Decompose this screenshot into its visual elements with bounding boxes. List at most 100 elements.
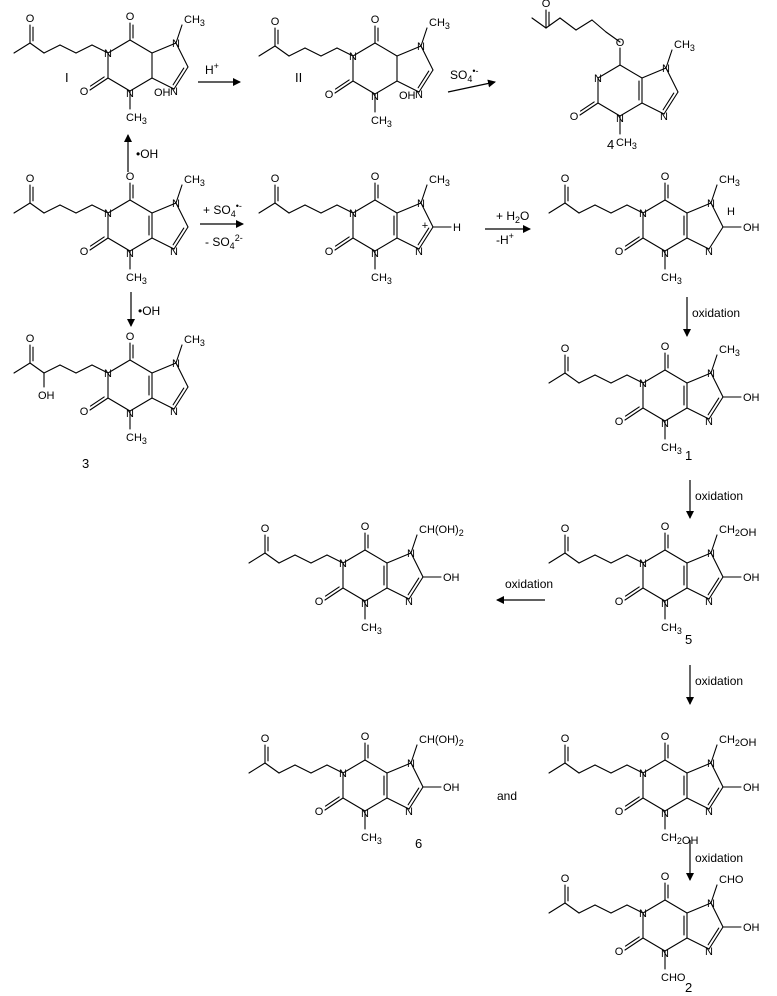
c8-substituent: H — [453, 222, 461, 234]
carbonyl-oxygen: O — [661, 521, 670, 533]
n7-substituent: CH3 — [429, 174, 450, 188]
compound-label-5: 5 — [685, 632, 692, 647]
ring-bond-double — [662, 92, 675, 111]
chain-bond — [326, 764, 344, 774]
chain-bond — [336, 47, 354, 57]
ketone-oxygen: O — [542, 0, 551, 10]
reagent-oxidation-3: oxidation — [505, 577, 553, 591]
carbonyl-bond — [624, 797, 644, 811]
carbonyl-bond — [624, 237, 644, 251]
ketone-oxygen: O — [26, 173, 35, 185]
nitrogen-atom: N — [172, 198, 180, 210]
carbonyl-oxygen: O — [361, 731, 370, 743]
chain-bond — [605, 31, 621, 43]
chain-bond — [59, 364, 77, 374]
ring-bond — [708, 396, 724, 420]
ring-bond — [386, 552, 412, 564]
ketone-oxygen: O — [561, 873, 570, 885]
chain-bond — [310, 554, 328, 564]
carbonyl-oxygen: O — [615, 416, 624, 428]
ring-bond — [686, 937, 710, 950]
n7-substituent: CH(OH)2 — [419, 524, 464, 538]
chain-bond — [626, 904, 644, 914]
chain-bond — [91, 364, 109, 374]
chain-bond — [594, 904, 612, 914]
ring-bond — [619, 102, 643, 117]
substituent-bond — [710, 744, 718, 764]
ring-bond — [129, 237, 153, 252]
chain-bond — [545, 17, 561, 29]
nitrogen-atom: N — [707, 198, 715, 210]
carbonyl-bond-double — [624, 236, 640, 247]
carbonyl-bond — [624, 937, 644, 951]
nitrogen-atom: N — [104, 208, 112, 220]
carbonyl-oxygen: O — [371, 171, 380, 183]
carbonyl-oxygen: O — [570, 111, 579, 123]
carbonyl-bond — [89, 77, 109, 91]
carbonyl-oxygen: O — [126, 171, 135, 183]
carbonyl-oxygen: O — [615, 946, 624, 958]
nitrogen-atom: N — [707, 758, 715, 770]
chain-bond — [626, 764, 644, 774]
ring-bond — [597, 64, 621, 79]
carbonyl-bond-double — [324, 796, 340, 807]
chain-bond — [29, 362, 45, 374]
carbonyl-oxygen: O — [325, 89, 334, 101]
carbonyl-bond — [89, 397, 109, 411]
ring-bond-double — [407, 577, 420, 596]
ring-bond — [710, 202, 724, 228]
chain-bond — [610, 554, 628, 564]
reagent-plus-so4: + SO4•- — [203, 201, 242, 219]
ring-bond — [352, 237, 376, 252]
carbonyl-oxygen: O — [615, 596, 624, 608]
ring-bond — [642, 549, 666, 564]
ring-bond — [686, 237, 710, 250]
compound-label-1: 1 — [685, 448, 692, 463]
chain-bond — [264, 762, 280, 774]
ring-bond — [364, 759, 388, 774]
ring-bond — [597, 102, 621, 117]
nitrogen-atom: N — [405, 596, 413, 608]
n3-substituent: CH3 — [361, 622, 382, 636]
ring-bond — [364, 549, 388, 564]
carbonyl-bond-double — [624, 936, 640, 947]
ring-bond — [107, 237, 131, 252]
chain-bond — [548, 552, 566, 564]
ring-bond — [374, 199, 398, 214]
chain-bond — [564, 372, 580, 384]
carbonyl-bond — [579, 102, 599, 116]
chain-bond — [59, 204, 77, 214]
n7-substituent: CH3 — [184, 14, 205, 28]
carbonyl-oxygen: O — [315, 596, 324, 608]
chain-bond — [626, 554, 644, 564]
c8-substituent: OH — [743, 222, 760, 234]
ring-bond — [686, 372, 712, 384]
carbonyl-bond — [334, 80, 354, 94]
c8-substituent: OH — [743, 922, 760, 934]
ring-bond — [664, 199, 688, 214]
ring-bond — [664, 407, 688, 422]
ring-bond — [686, 202, 712, 214]
carbonyl-oxygen: O — [126, 331, 135, 343]
ring-bond — [641, 67, 667, 79]
nitrogen-atom: N — [662, 63, 670, 75]
ring-bond — [396, 202, 422, 214]
nitrogen-atom: N — [707, 548, 715, 560]
nitrogen-atom: N — [707, 898, 715, 910]
ring-bond — [364, 587, 388, 602]
chain-bond — [294, 764, 312, 774]
ring-bond — [642, 369, 666, 384]
carbonyl-oxygen: O — [615, 806, 624, 818]
ring-bond — [642, 937, 666, 952]
nitrogen-atom: N — [172, 358, 180, 370]
chain-bond — [610, 374, 628, 384]
chain-bond — [564, 552, 580, 564]
ring-bond — [642, 407, 666, 422]
ring-bond — [710, 372, 724, 398]
ring-bond — [342, 759, 366, 774]
c8-substituent: OH — [443, 782, 460, 794]
chain-bond — [578, 764, 596, 774]
